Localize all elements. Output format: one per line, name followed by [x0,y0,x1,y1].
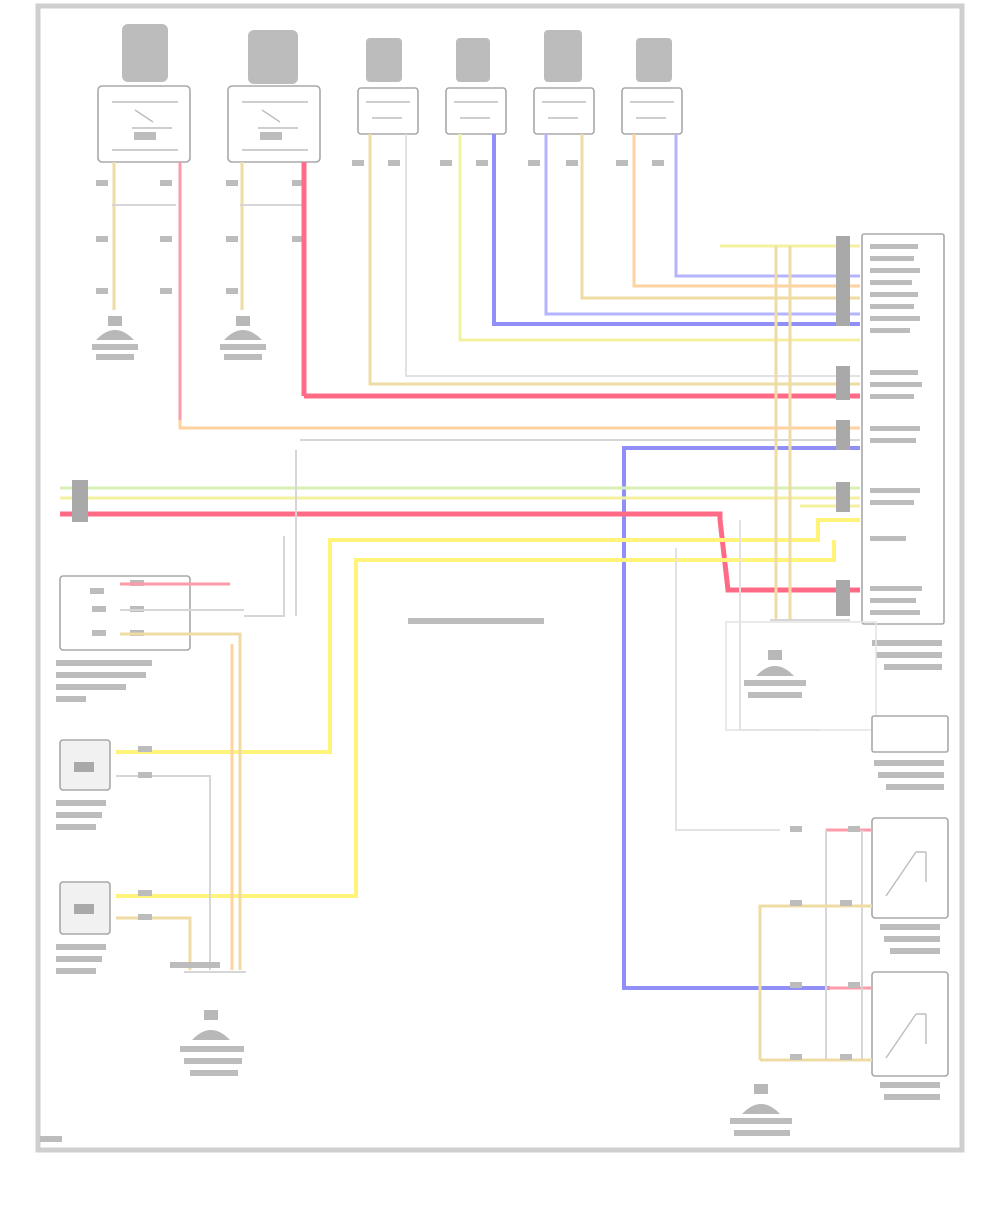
footer-mark [40,1136,62,1142]
control-module [836,233,945,670]
switch-lower-1 [871,817,949,954]
connector-icon [72,480,88,522]
ground-icon [730,1084,792,1136]
switch-5 [533,30,595,135]
sensor-icon [56,739,111,830]
switch-6 [621,38,683,135]
wire-red-bus [60,511,860,593]
ground-icon [220,316,266,360]
ground-icon [180,1010,244,1076]
switch-lower-2 [871,971,949,1100]
switch-4 [445,38,507,135]
sensor-module-right [871,715,949,790]
door-switch-left [97,24,191,163]
ground-icon [744,650,806,698]
center-caption [408,618,544,624]
door-switch-right [227,30,321,163]
wire-blue [492,134,860,326]
ground-icon [92,316,138,360]
diagram-frame [35,3,965,1153]
switch-3 [357,38,419,135]
relay-module-left [56,575,191,702]
sensor-icon [56,881,111,974]
